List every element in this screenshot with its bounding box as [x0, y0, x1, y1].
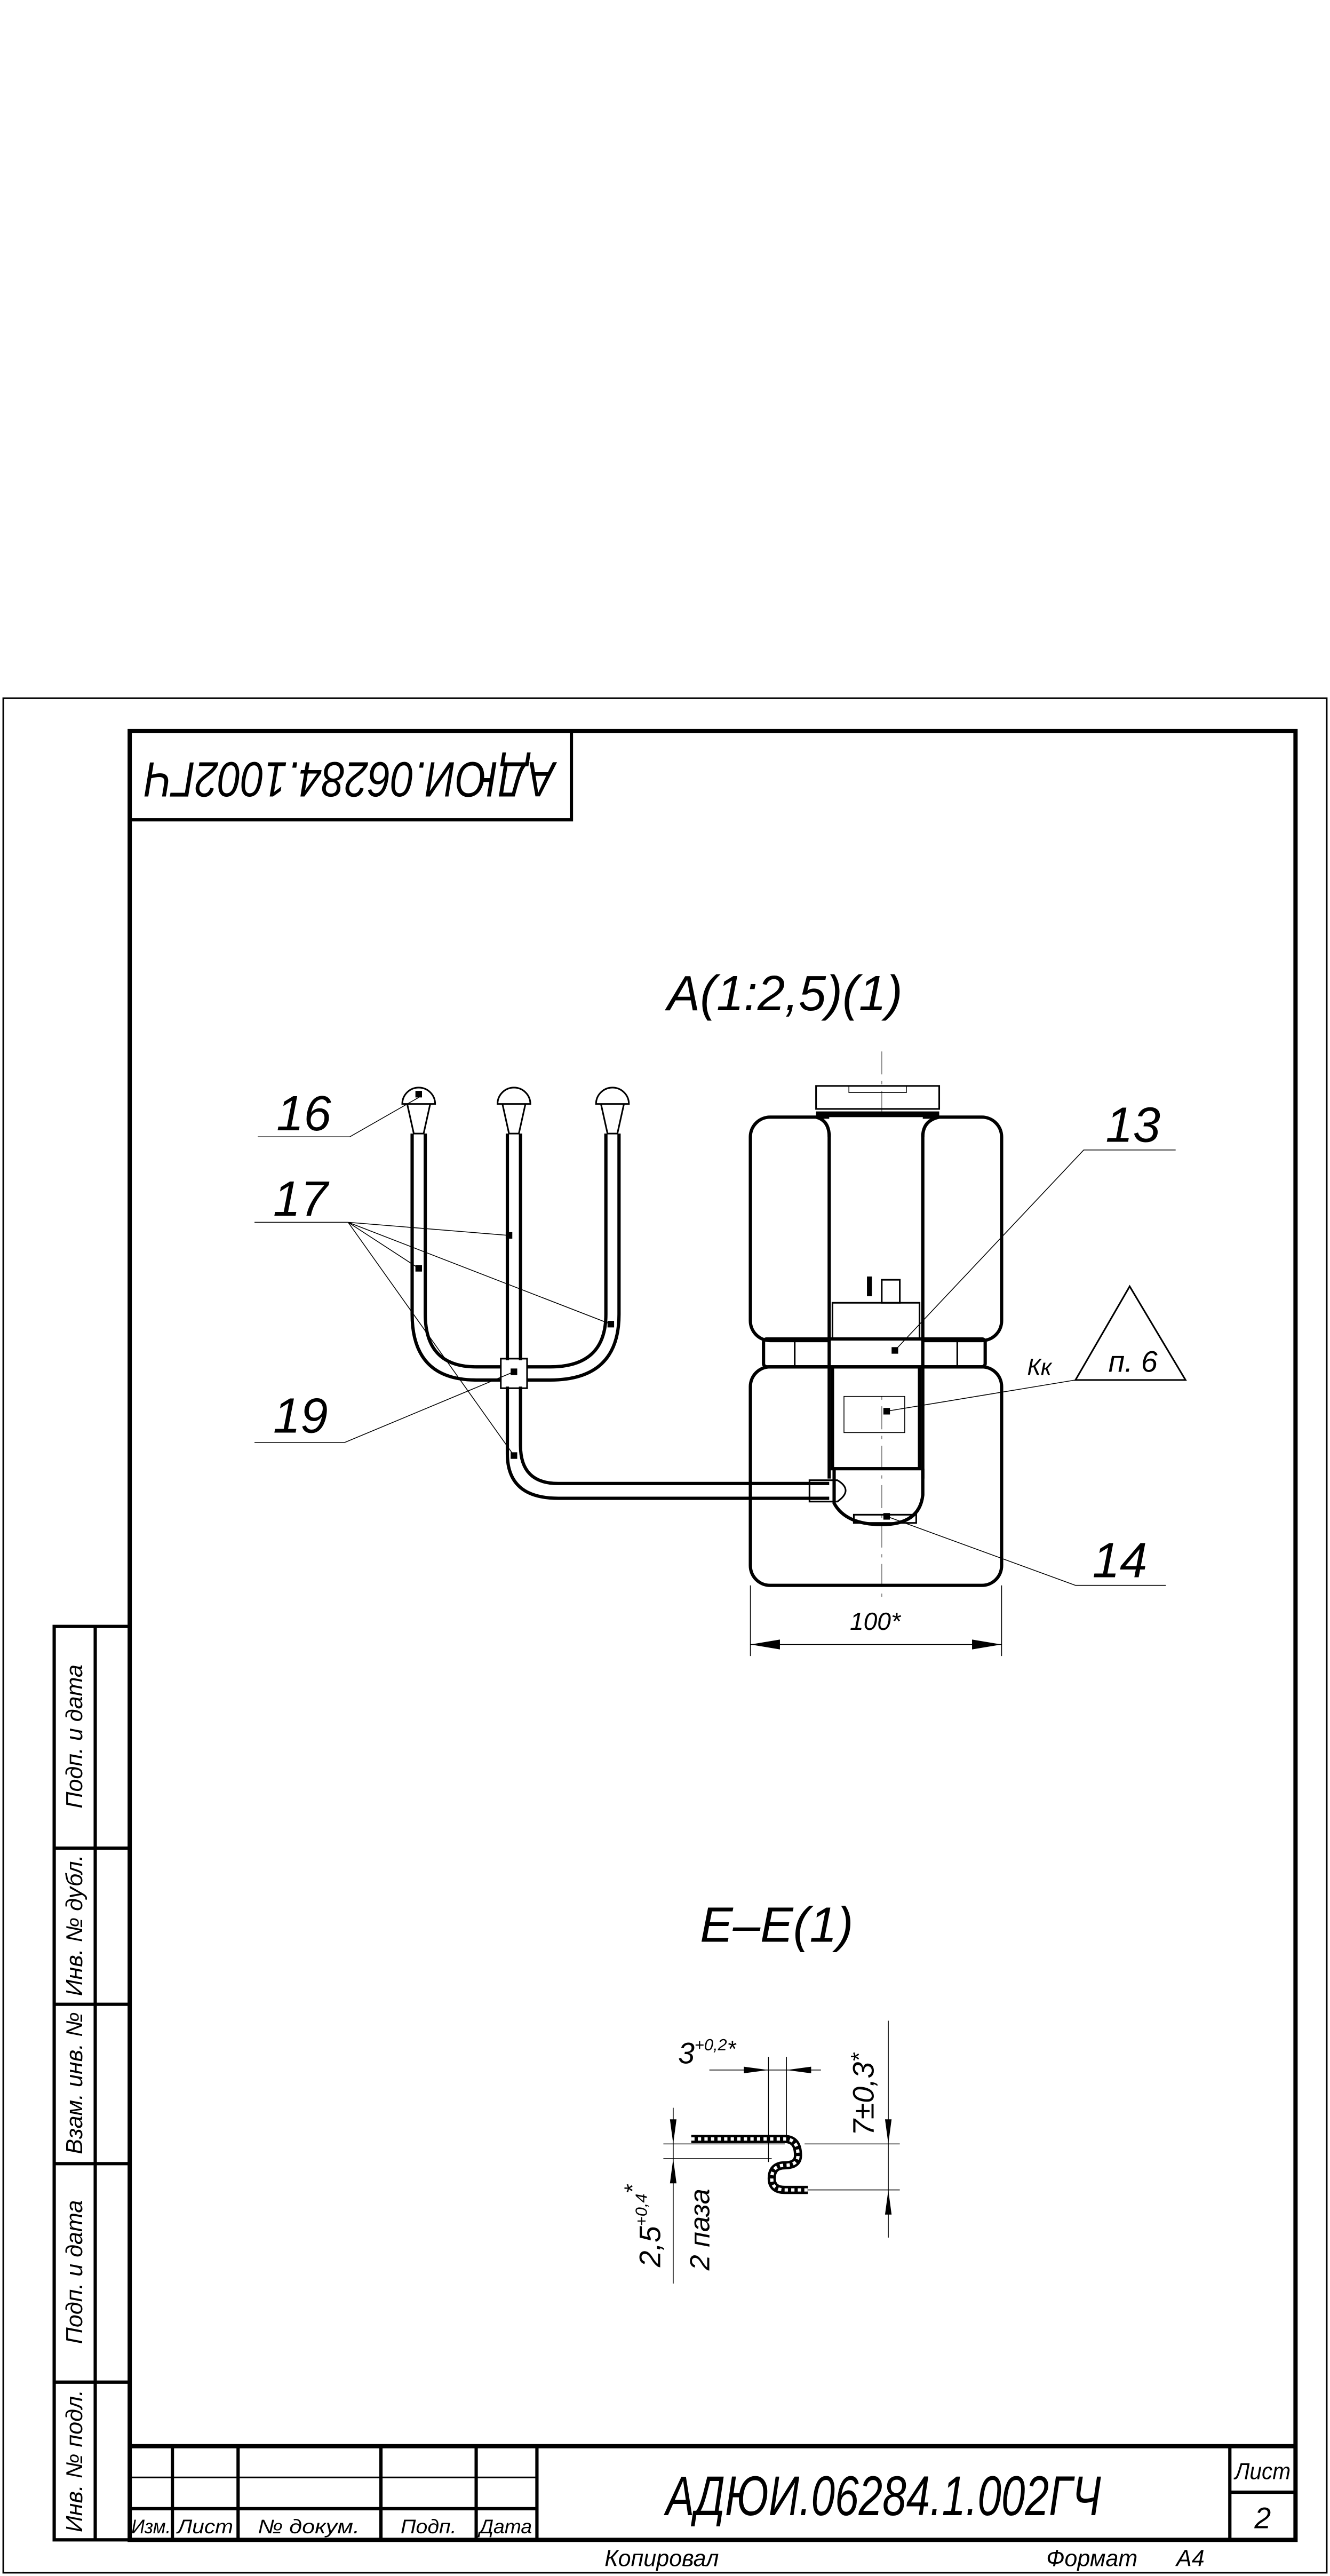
side-label-repl-inv: Взам. инв. № [62, 2012, 87, 2154]
side-label-sign-date-1: Подп. и дата [62, 1665, 87, 1809]
top-stamp-code: АДЮИ.06284.1002ГЧ [144, 752, 557, 807]
callout-16: 16 [276, 1085, 331, 1141]
profile [691, 2135, 808, 2194]
format-label: Формат [1046, 2546, 1137, 2572]
title-block: Изм. Лист № докум. Подп. Дата АДЮИ.06284… [130, 2444, 1296, 2572]
header-signature: Подп. [401, 2516, 457, 2538]
leaders [254, 1091, 1187, 1586]
doc-code: АДЮИ.06284.1.002ГЧ [663, 2465, 1101, 2527]
nozzle-icons [401, 1087, 630, 1135]
side-column: Подп. и дата Инв. № дубл. Взам. инв. № П… [52, 1624, 132, 2542]
hoses [401, 1087, 847, 1503]
header-sheet: Лист [176, 2516, 233, 2538]
header-doc-no: № докум. [258, 2516, 360, 2538]
mark-kk: Кк [1027, 1355, 1052, 1381]
top-stamp: АДЮИ.06284.1002ГЧ [128, 729, 574, 822]
triangle-note: п. 6 [1109, 1345, 1158, 1378]
section-e-title: Е–Е(1) [700, 1897, 853, 1953]
copied-label: Копировал [604, 2546, 719, 2572]
outer-frame [2, 697, 1328, 2574]
header-date: Дата [477, 2516, 532, 2538]
tank [748, 1051, 1004, 1602]
side-label-orig-inv: Инв. № подл. [62, 2390, 87, 2532]
dim-slots: 2 паза [685, 2189, 716, 2271]
dimension-width: 100* [750, 1585, 1002, 1656]
sheet-label: Лист [1233, 2459, 1291, 2484]
header-change: Изм. [131, 2516, 171, 2538]
view-a: А(1:2,5)(1) [254, 965, 1187, 1656]
callout-13: 13 [1105, 1097, 1160, 1153]
side-label-dup-inv: Инв. № дубл. [62, 1854, 87, 1996]
dimension-width-label: 100* [850, 1607, 902, 1635]
dim-7: 7±0,3* [847, 2052, 880, 2136]
dim-3: 3+0,2* [678, 2035, 737, 2070]
callout-14: 14 [1093, 1532, 1148, 1588]
side-label-sign-date-2: Подп. и дата [62, 2200, 87, 2344]
callout-19: 19 [273, 1388, 328, 1443]
format-value: А4 [1175, 2546, 1205, 2572]
section-e: Е–Е(1) 3+0,2* 7±0,3* 2,5+0,4* 2 паза [620, 1897, 900, 2284]
callout-17: 17 [273, 1171, 330, 1226]
sheet-number: 2 [1254, 2502, 1271, 2535]
dim-25: 2,5+0,4* [620, 2184, 666, 2268]
view-a-title: А(1:2,5)(1) [665, 965, 903, 1021]
